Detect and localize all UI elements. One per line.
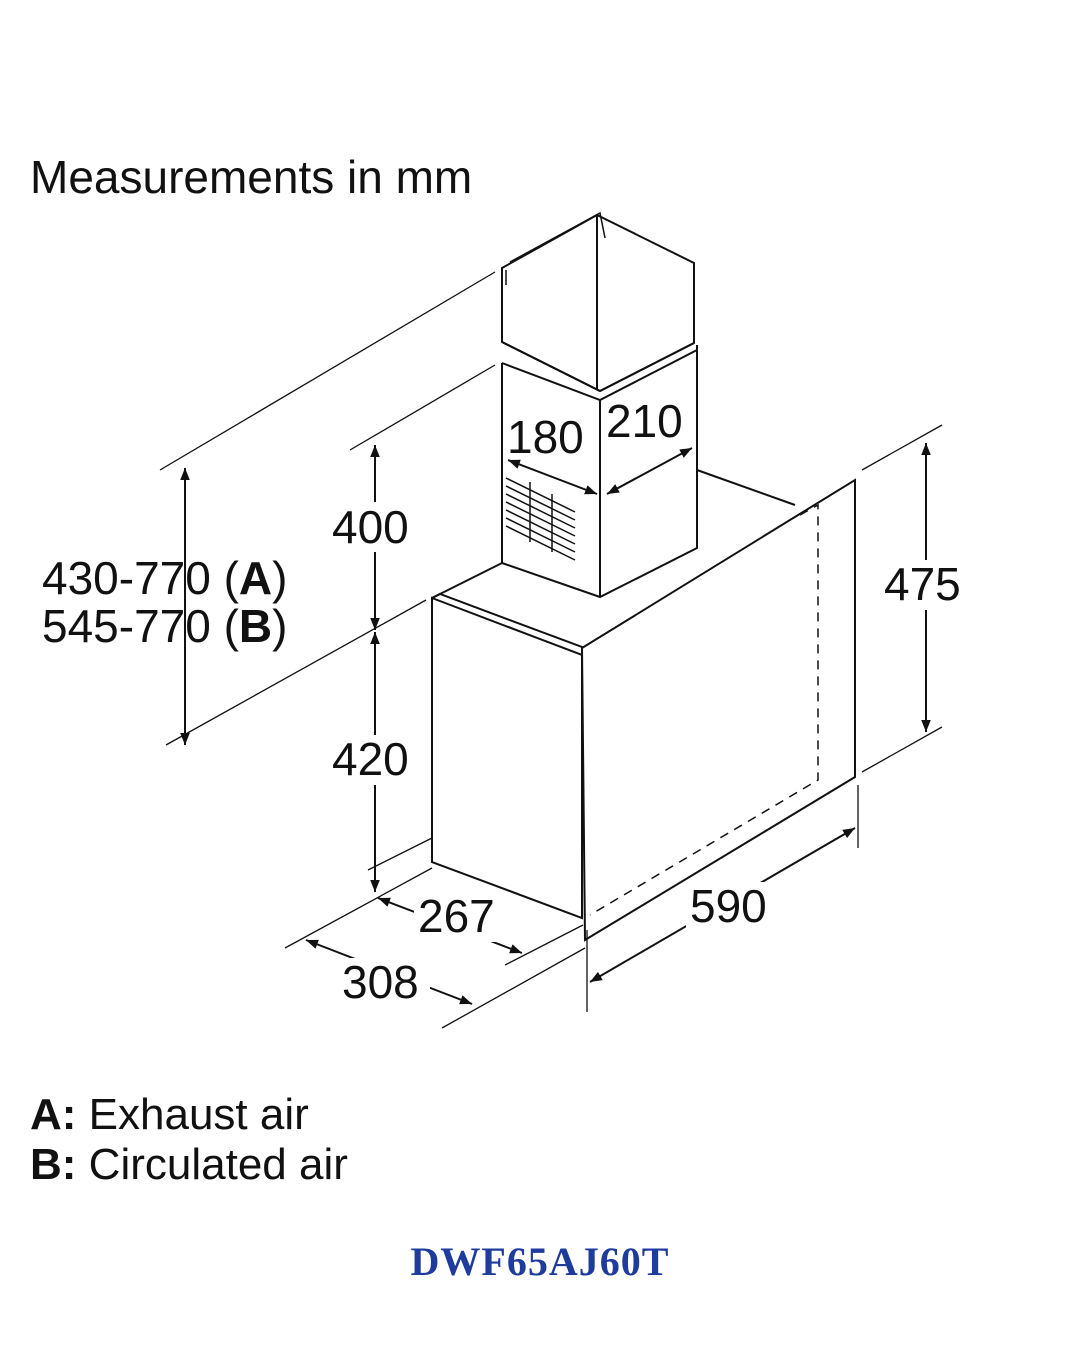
chimney-duct	[501, 211, 698, 599]
air-vent-grille	[505, 477, 576, 561]
model-number: DWF65AJ60T	[410, 1239, 670, 1284]
body-height-label: 420	[332, 733, 409, 785]
total-depth-label: 308	[342, 956, 419, 1008]
range-b-label: 545-770 (B)	[42, 600, 287, 652]
page-title: Measurements in mm	[30, 151, 473, 203]
duct-depth-label: 180	[507, 411, 584, 463]
glass-panel	[580, 478, 856, 942]
range-a-label: 430-770 (A)	[42, 552, 287, 604]
duct-width-label: 210	[606, 395, 683, 447]
glass-height-label: 475	[884, 558, 961, 610]
duct-height-label: 400	[332, 501, 409, 553]
dimension-labels: 180 210 400 430-770 (A) 545-770 (B) 420 …	[42, 395, 972, 1008]
legend-item-b: B: Circulated air	[30, 1140, 348, 1189]
legend-item-a: A: Exhaust air	[30, 1090, 309, 1139]
width-label: 590	[690, 880, 767, 932]
extension-lines	[159, 271, 943, 1029]
body-depth-label: 267	[418, 890, 495, 942]
